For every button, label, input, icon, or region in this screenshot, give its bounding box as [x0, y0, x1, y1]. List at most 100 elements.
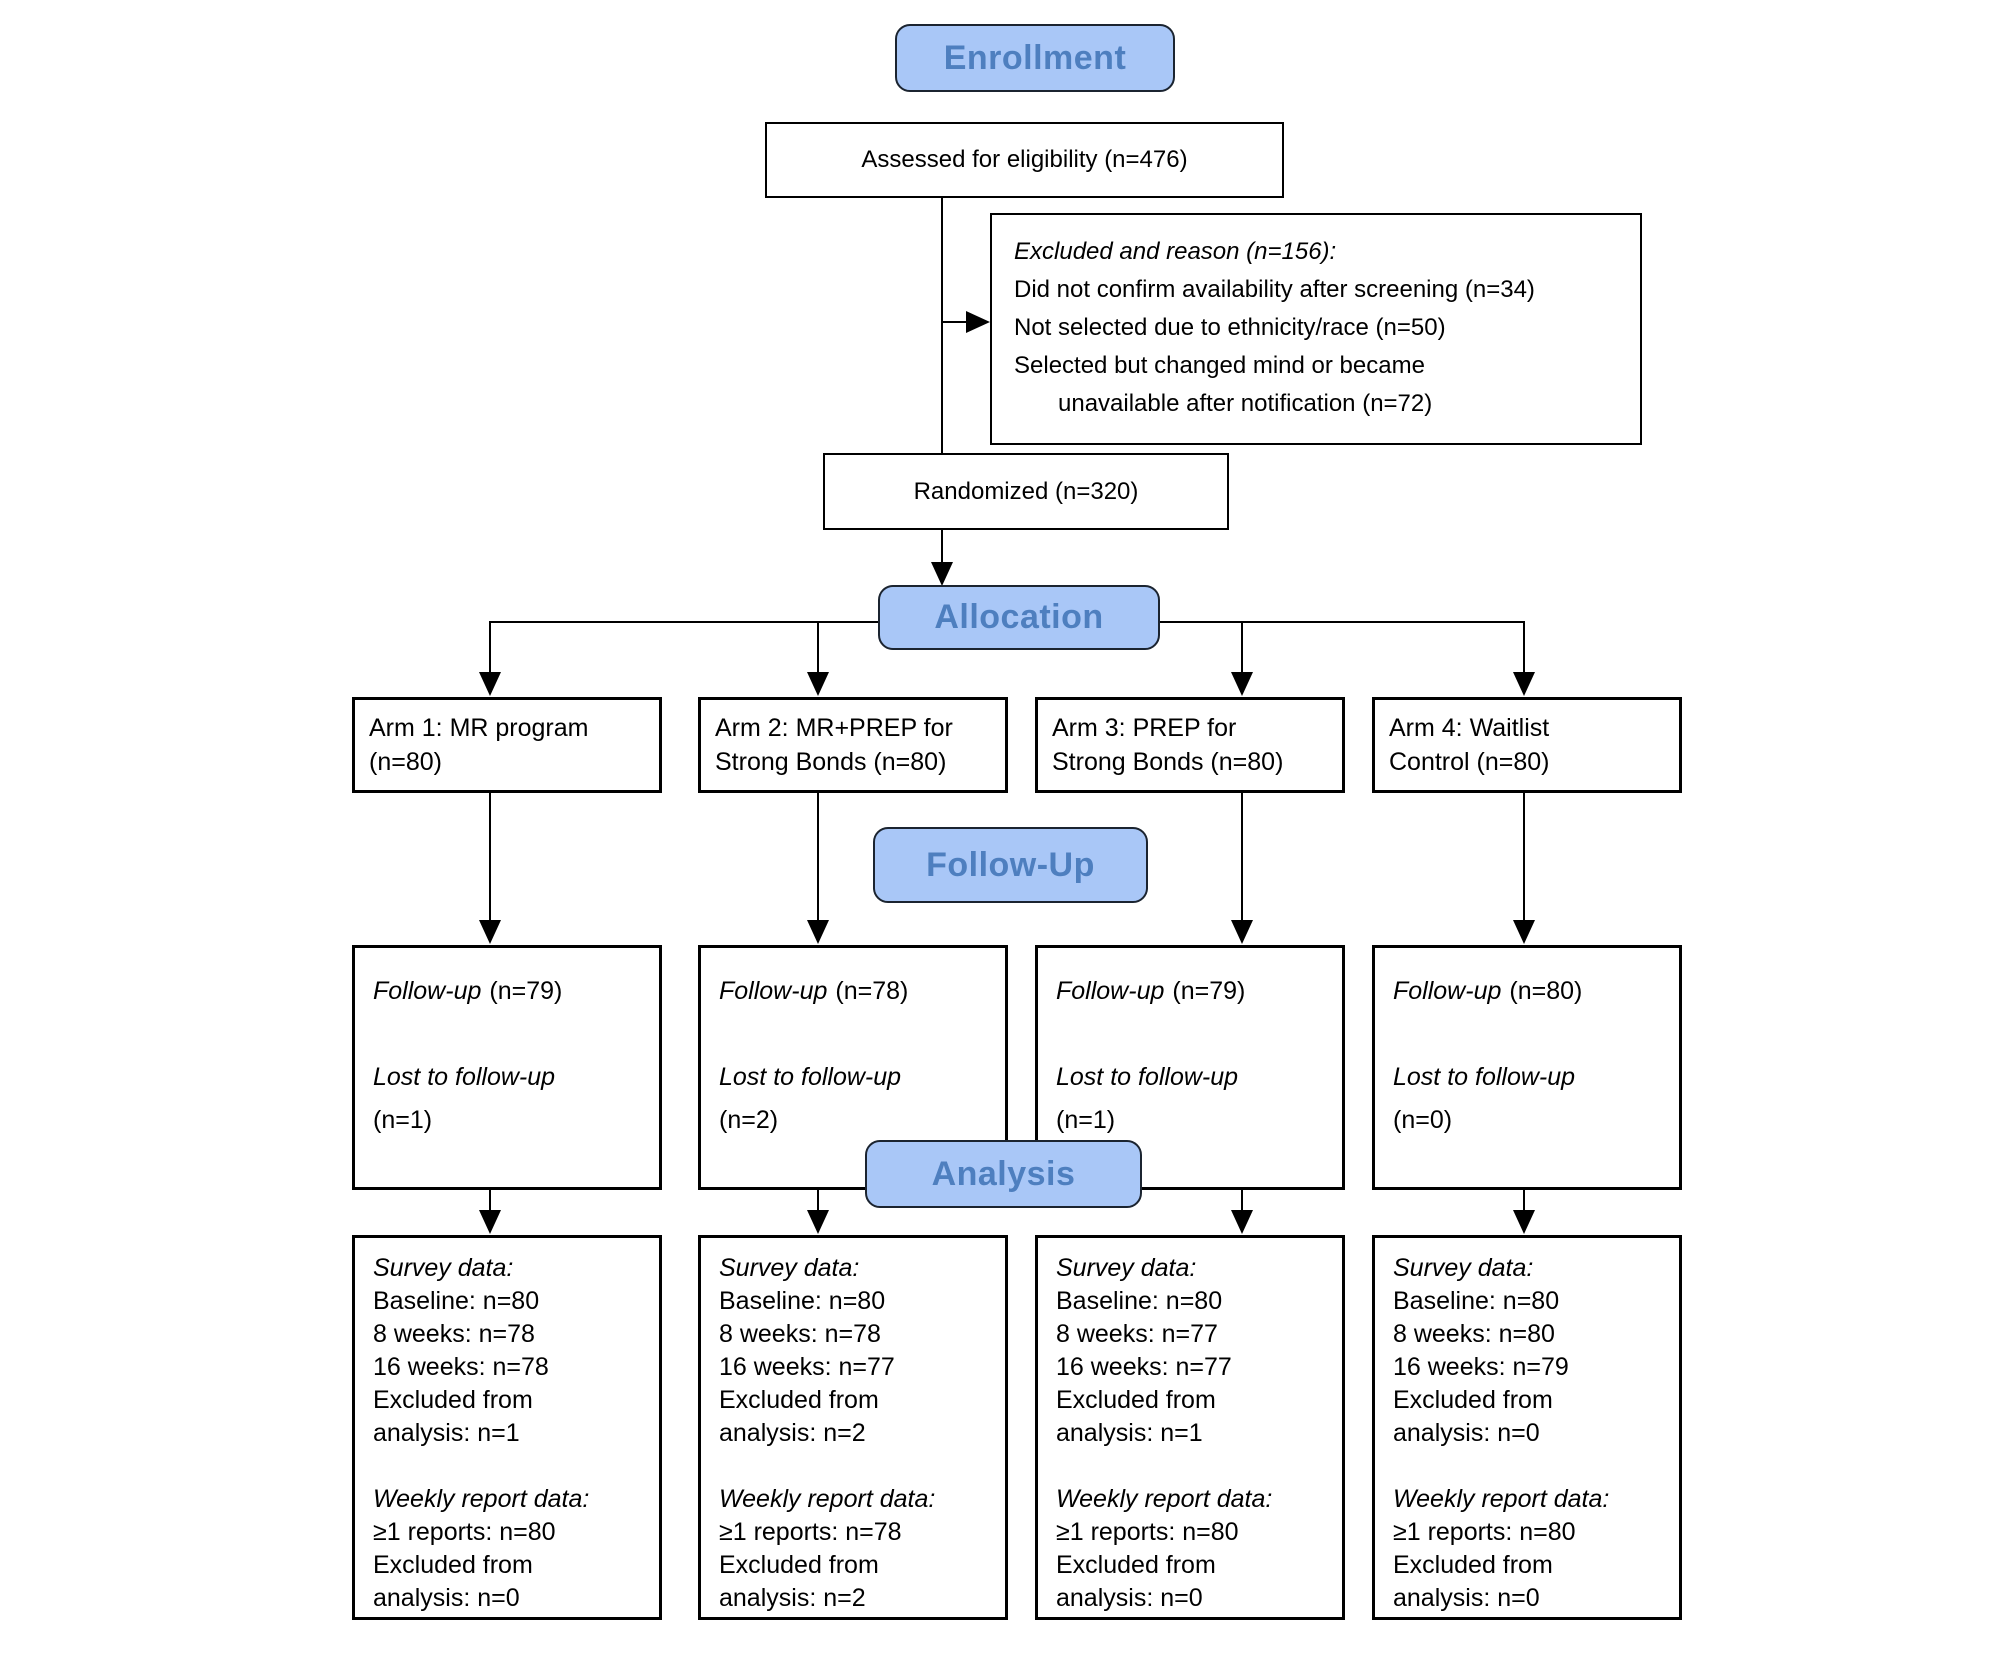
arm-label: Arm 3: PREP for	[1052, 714, 1237, 742]
survey-line: 16 weeks: n=77	[719, 1353, 895, 1381]
lost-label: Lost to follow-up	[1056, 1063, 1239, 1091]
arrowhead-right-icon	[966, 311, 990, 333]
survey-line: 8 weeks: n=80	[1393, 1320, 1555, 1348]
weekly-line: ≥1 reports: n=80	[1393, 1518, 1576, 1546]
survey-line: analysis: n=1	[373, 1419, 520, 1447]
weekly-line: ≥1 reports: n=78	[719, 1518, 902, 1546]
survey-line: 16 weeks: n=79	[1393, 1353, 1569, 1381]
weekly-line: ≥1 reports: n=80	[373, 1518, 556, 1546]
weekly-line: Excluded from	[373, 1551, 533, 1579]
connector-line	[1241, 621, 1243, 673]
survey-line: 8 weeks: n=78	[373, 1320, 535, 1348]
survey-title: Survey data:	[373, 1254, 514, 1282]
allocation-banner: Allocation	[878, 585, 1160, 650]
excluded-reason: Did not confirm availability after scree…	[1014, 276, 1535, 303]
lost-n: (n=1)	[1056, 1106, 1116, 1134]
followup-line: Follow-up(n=79)	[1056, 977, 1246, 1005]
connector-line	[817, 1190, 819, 1211]
arrowhead-down-icon	[931, 562, 953, 586]
followup-box-1: Follow-up(n=79) Lost to follow-up (n=1)	[352, 945, 662, 1190]
weekly-line: analysis: n=2	[719, 1584, 866, 1612]
weekly-title: Weekly report data:	[719, 1485, 936, 1513]
arrowhead-down-icon	[807, 672, 829, 696]
assessed-box: Assessed for eligibility (n=476)	[765, 122, 1284, 198]
connector-line	[1523, 1190, 1525, 1211]
lost-n: (n=2)	[719, 1106, 779, 1134]
connector-line	[489, 1190, 491, 1211]
arm-label: Strong Bonds (n=80)	[715, 748, 947, 776]
survey-line: 8 weeks: n=77	[1056, 1320, 1218, 1348]
connector-line	[941, 198, 943, 453]
arm-box-4: Arm 4: Waitlist Control (n=80)	[1372, 697, 1682, 793]
arm-label: Arm 4: Waitlist	[1389, 714, 1550, 742]
connector-line	[489, 793, 491, 921]
lost-n: (n=1)	[373, 1106, 433, 1134]
arrowhead-down-icon	[1513, 920, 1535, 944]
weekly-line: analysis: n=0	[373, 1584, 520, 1612]
analysis-box-4: Survey data: Baseline: n=80 8 weeks: n=8…	[1372, 1235, 1682, 1620]
weekly-title: Weekly report data:	[373, 1485, 590, 1513]
connector-line	[941, 530, 943, 564]
connector-line	[1523, 621, 1525, 673]
lost-label: Lost to follow-up	[373, 1063, 556, 1091]
weekly-line: Excluded from	[1056, 1551, 1216, 1579]
enrollment-banner: Enrollment	[895, 24, 1175, 92]
survey-line: Excluded from	[719, 1386, 879, 1414]
excluded-box: Excluded and reason (n=156): Did not con…	[990, 213, 1642, 445]
survey-line: 8 weeks: n=78	[719, 1320, 881, 1348]
arm-label: Strong Bonds (n=80)	[1052, 748, 1284, 776]
analysis-box-2: Survey data: Baseline: n=80 8 weeks: n=7…	[698, 1235, 1008, 1620]
survey-line: Excluded from	[1056, 1386, 1216, 1414]
survey-title: Survey data:	[719, 1254, 860, 1282]
weekly-title: Weekly report data:	[1393, 1485, 1610, 1513]
excluded-reason: Not selected due to ethnicity/race (n=50…	[1014, 314, 1446, 341]
survey-line: Baseline: n=80	[1056, 1287, 1223, 1315]
survey-line: Excluded from	[373, 1386, 533, 1414]
survey-line: Baseline: n=80	[1393, 1287, 1560, 1315]
survey-line: Baseline: n=80	[373, 1287, 540, 1315]
arrowhead-down-icon	[1231, 672, 1253, 696]
survey-line: analysis: n=1	[1056, 1419, 1203, 1447]
arrowhead-down-icon	[479, 672, 501, 696]
survey-title: Survey data:	[1393, 1254, 1534, 1282]
connector-line	[1523, 793, 1525, 921]
survey-line: 16 weeks: n=77	[1056, 1353, 1232, 1381]
lost-label: Lost to follow-up	[1393, 1063, 1576, 1091]
arrowhead-down-icon	[479, 1210, 501, 1234]
survey-line: 16 weeks: n=78	[373, 1353, 549, 1381]
arm-box-3: Arm 3: PREP for Strong Bonds (n=80)	[1035, 697, 1345, 793]
arm-label: Control (n=80)	[1389, 748, 1550, 776]
excluded-reason: Selected but changed mind or became	[1014, 352, 1425, 379]
randomized-box: Randomized (n=320)	[823, 453, 1229, 530]
arm-label: Arm 2: MR+PREP for	[715, 714, 953, 742]
excluded-reason: unavailable after notification (n=72)	[1058, 390, 1433, 417]
arm-box-1: Arm 1: MR program (n=80)	[352, 697, 662, 793]
analysis-box-3: Survey data: Baseline: n=80 8 weeks: n=7…	[1035, 1235, 1345, 1620]
weekly-line: ≥1 reports: n=80	[1056, 1518, 1239, 1546]
connector-line	[489, 621, 491, 673]
followup-box-4: Follow-up(n=80) Lost to follow-up (n=0)	[1372, 945, 1682, 1190]
arrowhead-down-icon	[807, 920, 829, 944]
survey-line: analysis: n=0	[1393, 1419, 1540, 1447]
weekly-line: analysis: n=0	[1393, 1584, 1540, 1612]
arrowhead-down-icon	[807, 1210, 829, 1234]
arm-label: Arm 1: MR program	[369, 714, 589, 742]
followup-line: Follow-up(n=80)	[1393, 977, 1583, 1005]
lost-label: Lost to follow-up	[719, 1063, 902, 1091]
connector-line	[1241, 1190, 1243, 1211]
weekly-line: Excluded from	[1393, 1551, 1553, 1579]
connector-line	[817, 621, 819, 673]
connector-line	[941, 321, 969, 323]
analysis-banner: Analysis	[865, 1140, 1142, 1208]
excluded-title: Excluded and reason (n=156):	[1014, 238, 1337, 265]
survey-line: Excluded from	[1393, 1386, 1553, 1414]
weekly-line: Excluded from	[719, 1551, 879, 1579]
analysis-box-1: Survey data: Baseline: n=80 8 weeks: n=7…	[352, 1235, 662, 1620]
connector-line	[817, 793, 819, 921]
follow-up-banner: Follow-Up	[873, 827, 1148, 903]
followup-line: Follow-up(n=79)	[373, 977, 563, 1005]
survey-line: Baseline: n=80	[719, 1287, 886, 1315]
arrowhead-down-icon	[1231, 1210, 1253, 1234]
weekly-line: analysis: n=0	[1056, 1584, 1203, 1612]
